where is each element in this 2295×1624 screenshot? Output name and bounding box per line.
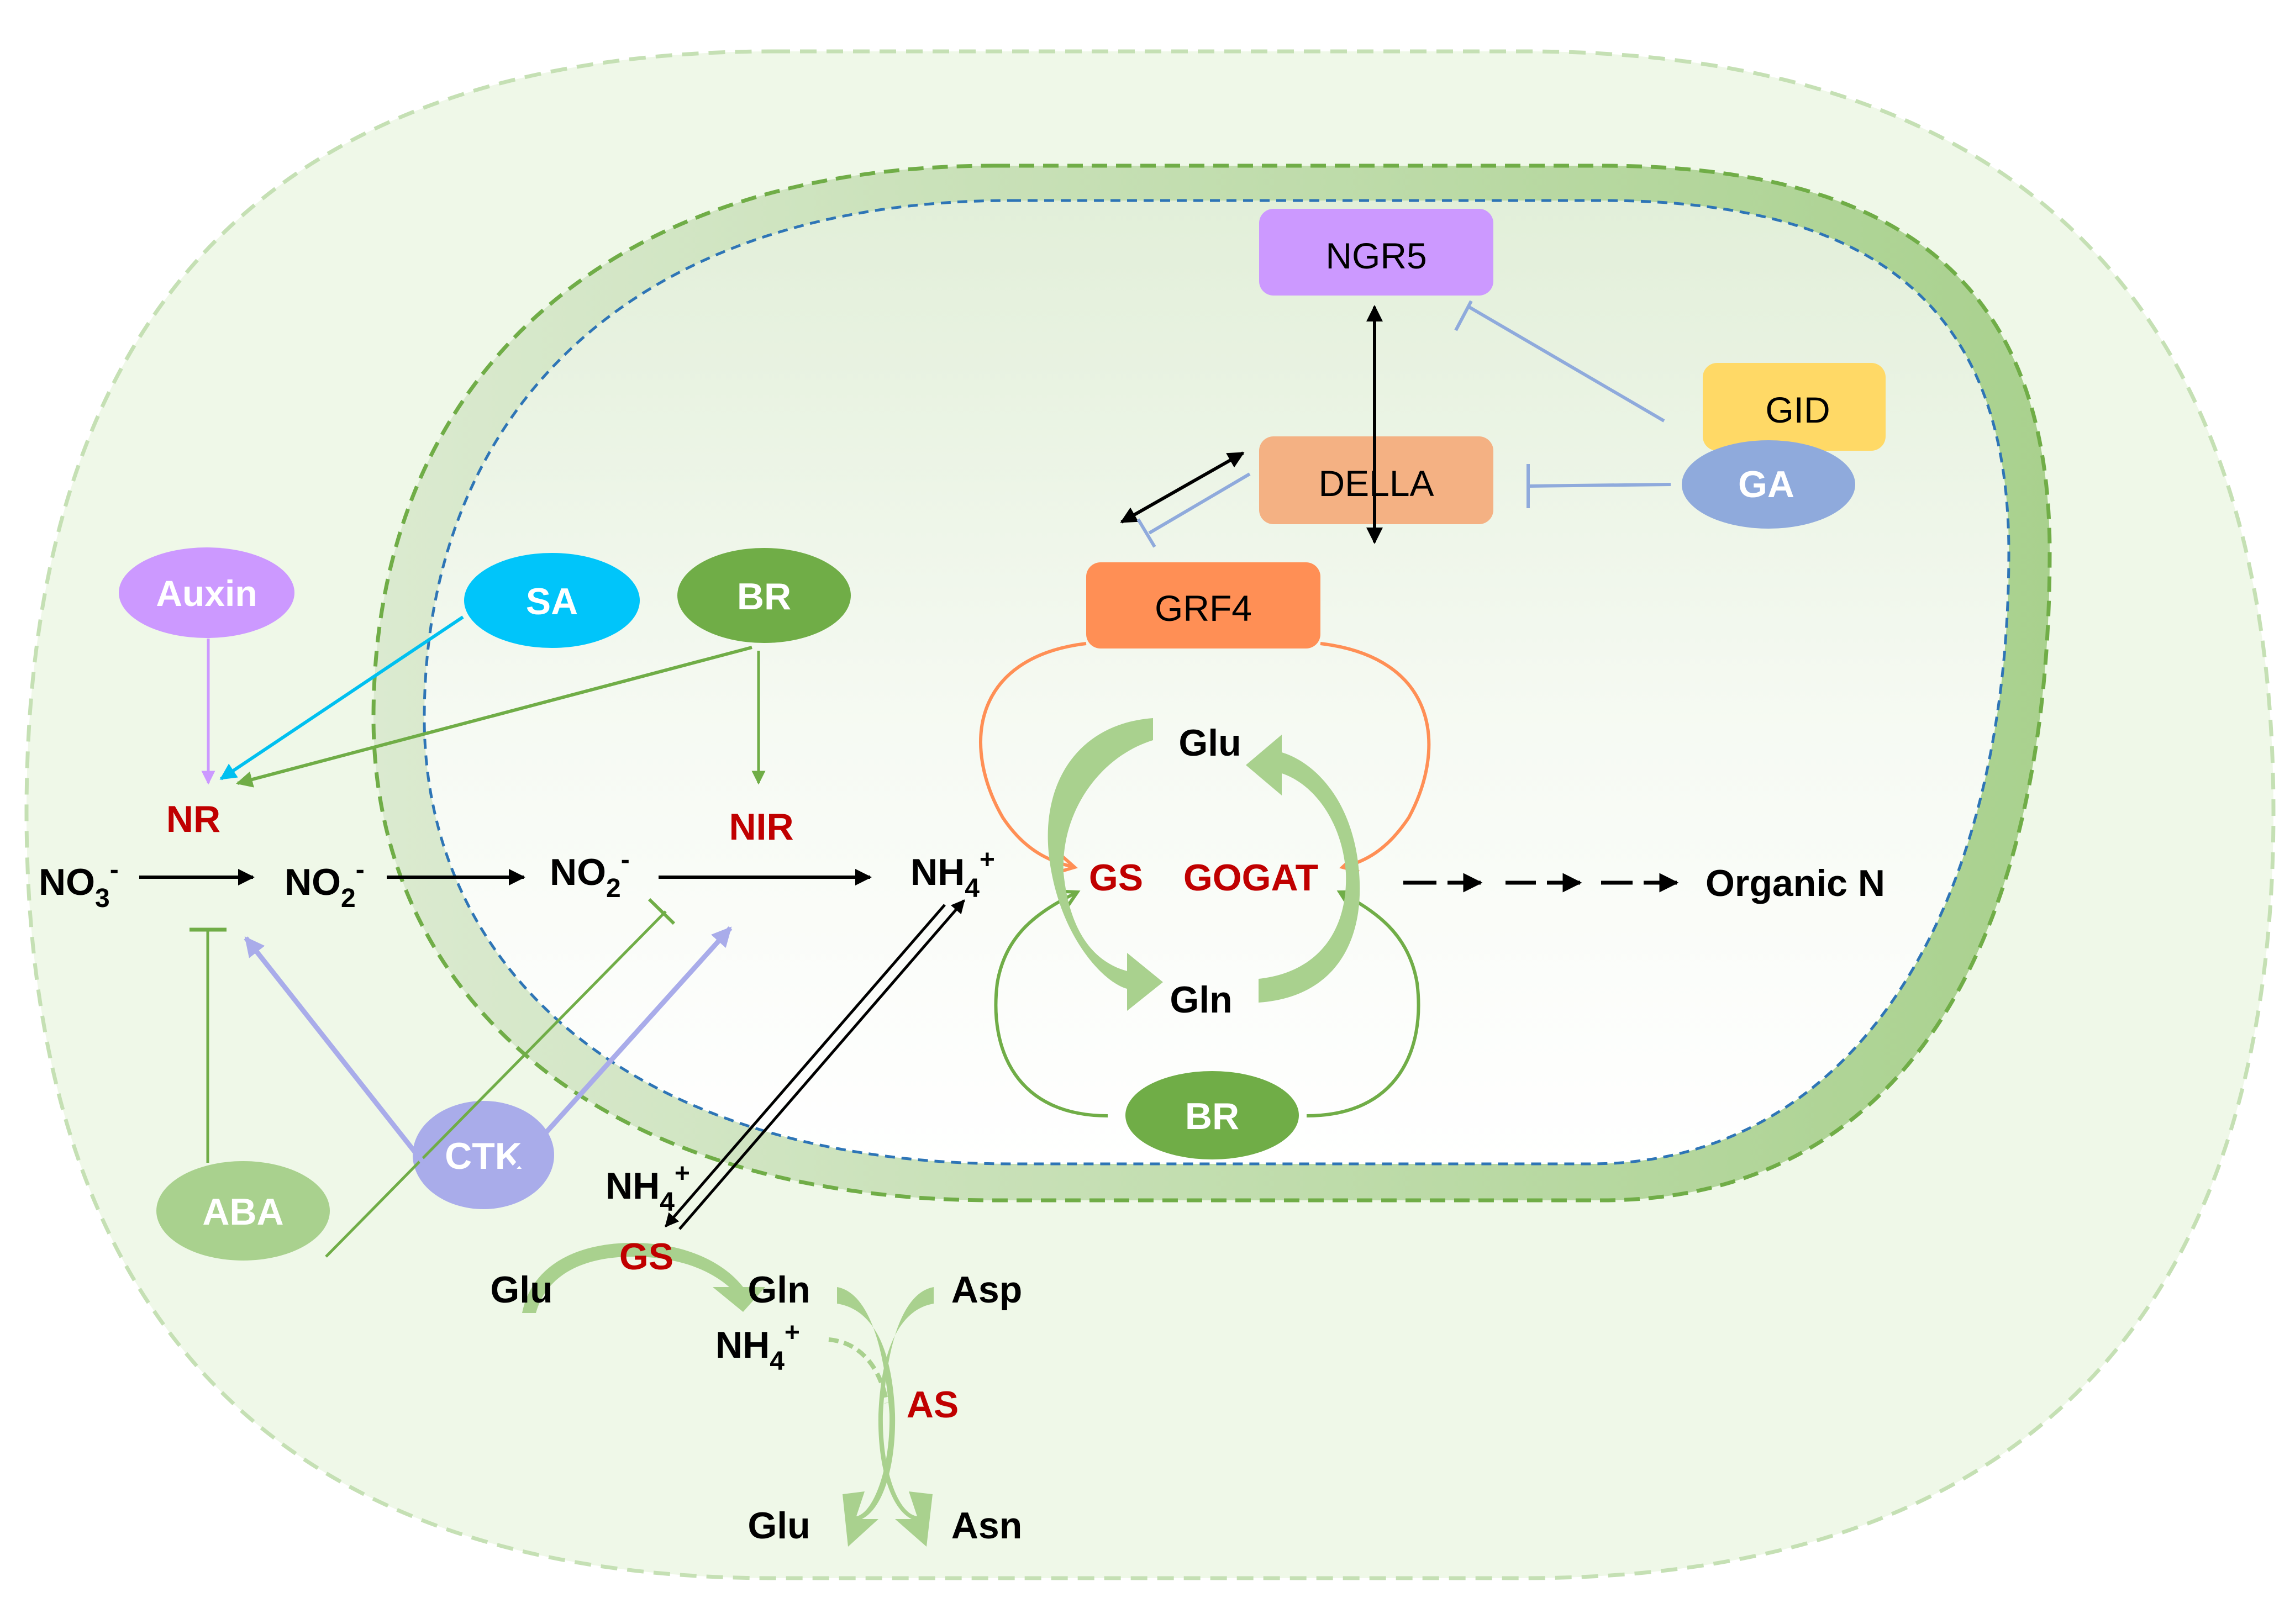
svg-text:NO3-: NO3-: [39, 855, 119, 913]
sa-ellipse: [464, 553, 640, 648]
della-inhibits-grf4: [1148, 472, 1251, 535]
nh4-cytosol-label: NH4+: [606, 1159, 690, 1217]
glu-to-gln-arrow: [1048, 718, 1163, 1011]
ga-ellipse: [1682, 440, 1855, 529]
grf4-activates-gogat: [1320, 642, 1431, 867]
glu-cycle-label: Glu: [1178, 722, 1241, 764]
aba-label: ABA: [202, 1191, 283, 1233]
glu-gs-label: Glu: [490, 1269, 552, 1311]
gln-gs-label: Gln: [748, 1269, 810, 1311]
grf4-activates-gs: [979, 642, 1087, 867]
gogat-enzyme-label: GOGAT: [1183, 857, 1318, 899]
ctk-label: CTK: [445, 1135, 522, 1177]
aba-inhibits-nir-bar: [648, 898, 676, 925]
ngr5-box: [1259, 209, 1493, 296]
nh4-export-arrow: [665, 904, 946, 1227]
gid-box: [1703, 363, 1886, 451]
br-activates-nr: [236, 646, 752, 788]
ga-inhibits-ngr5-bar: [1454, 300, 1473, 331]
nh4-plastid-label: NH4+: [910, 845, 995, 903]
organic-n-label: Organic N: [1706, 862, 1885, 904]
svg-text:NO2-: NO2-: [550, 845, 630, 903]
as-enzyme-label: AS: [907, 1384, 959, 1426]
glu-to-gln-gs-arrow: [522, 1243, 765, 1313]
ga-label: GA: [1738, 463, 1794, 505]
svg-text:NH4+: NH4+: [910, 845, 995, 903]
nh4-as-label: NH4+: [715, 1318, 800, 1376]
sa-label: SA: [526, 581, 578, 623]
asn-label: Asn: [951, 1505, 1022, 1547]
grf4-box: [1086, 562, 1320, 648]
no2-plastid-label: NO2-: [550, 845, 630, 903]
gln-cycle-label: Gln: [1170, 979, 1232, 1021]
svg-text:NO2-: NO2-: [285, 855, 365, 913]
plastid-stroma: [423, 199, 2010, 1166]
nir-enzyme-label: NIR: [729, 806, 793, 848]
br-bottom-ellipse: [1125, 1071, 1299, 1159]
br-top-ellipse: [677, 548, 851, 643]
auxin-ellipse: [119, 547, 294, 638]
ngr5-label: NGR5: [1325, 235, 1427, 276]
br-activates-gs: [994, 892, 1108, 1117]
gln-to-glu-as-arrow: [837, 1287, 896, 1547]
aba-ellipse: [156, 1161, 330, 1261]
glu-as-label: Glu: [748, 1505, 810, 1547]
gs-cytosol-label: GS: [619, 1236, 673, 1278]
sa-activates-nr: [219, 615, 464, 781]
nh4-to-as-dashed: [828, 1337, 889, 1404]
auxin-label: Auxin: [156, 573, 257, 614]
ga-inhibits-della: [1528, 483, 1671, 488]
br-top-label: BR: [737, 576, 791, 618]
ctk-ellipse: [413, 1101, 554, 1209]
asp-label: Asp: [951, 1269, 1022, 1311]
grf4-label: GRF4: [1155, 588, 1252, 629]
della-grf4-interaction: [1120, 451, 1245, 524]
no2-cytosol-label: NO2-: [285, 855, 365, 913]
gln-to-glu-arrow: [1246, 735, 1360, 1003]
asp-to-asn-as-arrow: [878, 1287, 934, 1547]
br-activates-gogat: [1306, 892, 1420, 1117]
nh4-import-arrow: [678, 899, 965, 1230]
svg-text:NH4+: NH4+: [715, 1318, 800, 1376]
nr-enzyme-label: NR: [166, 798, 220, 840]
gs-enzyme-label: GS: [1089, 857, 1143, 899]
ctk-activates-nr: [244, 936, 439, 1181]
svg-text:NH4+: NH4+: [606, 1159, 690, 1217]
della-inhibits-grf4-bar: [1136, 518, 1156, 548]
gid-label: GID: [1765, 389, 1830, 430]
br-bottom-label: BR: [1185, 1095, 1239, 1137]
ga-inhibits-ngr5: [1466, 304, 1665, 423]
ctk-activates-nir: [512, 926, 733, 1170]
no3-label: NO3-: [39, 855, 119, 913]
aba-inhibits-nir: [325, 910, 667, 1258]
